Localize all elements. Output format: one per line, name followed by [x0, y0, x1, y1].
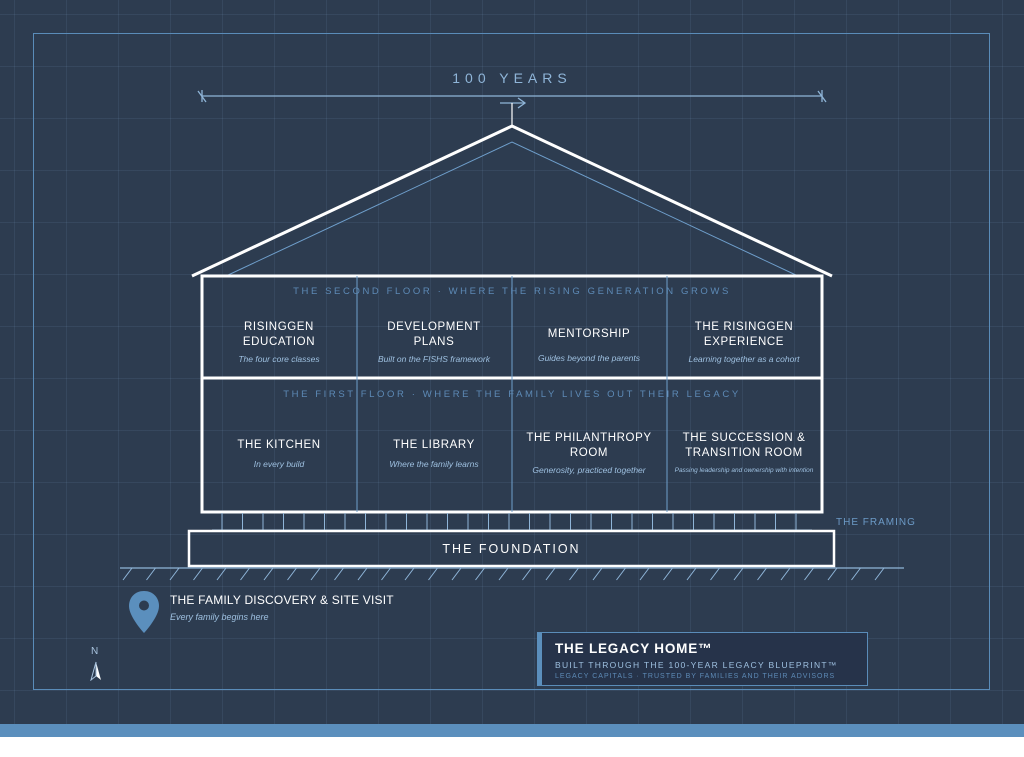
room-subtitle: Learning together as a cohort: [688, 354, 800, 364]
ground-hatch-mark: [733, 567, 744, 581]
ground-hatch-mark: [263, 567, 274, 581]
room-title: THE LIBRARY: [393, 439, 475, 451]
roof-outer: [191, 124, 833, 278]
room-subtitle: Where the family learns: [389, 459, 479, 469]
bottom-accent-stripe: [0, 724, 1024, 737]
blueprint-canvas: 100 YEARS: [0, 0, 1024, 737]
room-title: THE SUCCESSION &TRANSITION ROOM: [682, 432, 806, 459]
span-label: 100 YEARS: [452, 70, 572, 86]
title-block-subtitle: BUILT THROUGH THE 100-YEAR LEGACY BLUEPR…: [555, 660, 838, 670]
house-drawing: [120, 90, 904, 581]
ground-hatch-mark: [804, 567, 814, 581]
north-arrow-icon: [90, 661, 101, 681]
blueprint-frame: [33, 33, 990, 690]
room-title: MENTORSHIP: [547, 328, 631, 340]
discovery-title: THE FAMILY DISCOVERY & SITE VISIT: [170, 593, 394, 607]
ground-hatch-mark: [240, 567, 250, 581]
ground-hatch-mark: [757, 567, 767, 581]
framing-label: THE FRAMING: [836, 517, 916, 528]
room-mentorship: MENTORSHIP Guides beyond the parents: [512, 327, 666, 363]
ground-hatch-mark: [193, 567, 203, 581]
ground-hatch-mark: [169, 567, 180, 581]
room-subtitle: Generosity, practiced together: [532, 465, 646, 475]
dimension-line: [197, 90, 827, 103]
ground-hatch-mark: [686, 567, 697, 581]
title-block-title: THE LEGACY HOME™: [555, 641, 713, 656]
foundation-label: THE FOUNDATION: [442, 542, 581, 556]
ground-hatch-mark: [663, 567, 673, 581]
ground-hatch-mark: [216, 567, 227, 581]
foundation-slab: [187, 529, 836, 568]
room-subtitle: Built on the FISHS framework: [378, 354, 490, 364]
ground-hatch-mark: [146, 567, 156, 581]
room-subtitle: Passing leadership and ownership with in…: [674, 467, 814, 474]
ground-hatch-mark: [710, 567, 720, 581]
ground-hatch-mark: [498, 567, 509, 581]
ground-hatch-mark: [827, 567, 838, 581]
ground-hatch-mark: [780, 567, 791, 581]
room-subtitle: Guides beyond the parents: [537, 353, 641, 363]
ground-hatch-mark: [616, 567, 626, 581]
discovery-subtitle: Every family begins here: [170, 612, 269, 622]
ground-hatch-mark: [334, 567, 344, 581]
ground-hatch-mark: [569, 567, 579, 581]
ground-hatch-mark: [357, 567, 368, 581]
title-block-credit: LEGACY CAPITALS · TRUSTED BY FAMILIES AN…: [555, 673, 836, 680]
framing-studs: [212, 513, 812, 531]
room-library: THE LIBRARY Where the family learns: [357, 438, 511, 469]
ground-hatch-mark: [287, 567, 297, 581]
compass-label: N: [91, 646, 99, 657]
room-subtitle: The four core classes: [238, 354, 320, 364]
ground-hatch-mark: [122, 567, 133, 581]
ground-hatch-mark: [851, 567, 861, 581]
ground-hatch-mark: [310, 567, 321, 581]
room-title: THE KITCHEN: [237, 439, 321, 451]
ground-hatch-mark: [592, 567, 603, 581]
room-succession-transition: THE SUCCESSION &TRANSITION ROOM Passing …: [667, 431, 821, 474]
ground-hatch-mark: [475, 567, 485, 581]
map-pin-icon: [129, 591, 159, 633]
ground-hatch-mark: [451, 567, 462, 581]
ground-hatch-mark: [404, 567, 415, 581]
ground-hatch-mark: [522, 567, 532, 581]
title-block: THE LEGACY HOME™ BUILT THROUGH THE 100-Y…: [537, 632, 868, 686]
room-subtitle: In every build: [253, 459, 305, 469]
ground-hatch-mark: [545, 567, 556, 581]
ground-hatch-mark: [381, 567, 391, 581]
room-dividers: [356, 276, 668, 512]
second-floor-label: THE SECOND FLOOR · WHERE THE RISING GENE…: [293, 286, 731, 297]
ground-hatch-mark: [874, 567, 885, 581]
roof-inner: [225, 141, 799, 277]
ground-hatch-mark: [428, 567, 438, 581]
first-floor-label: THE FIRST FLOOR · WHERE THE FAMILY LIVES…: [283, 389, 741, 400]
ground-hatch-mark: [639, 567, 650, 581]
room-kitchen: THE KITCHEN In every build: [202, 438, 356, 469]
ground-hatching: [122, 567, 885, 581]
